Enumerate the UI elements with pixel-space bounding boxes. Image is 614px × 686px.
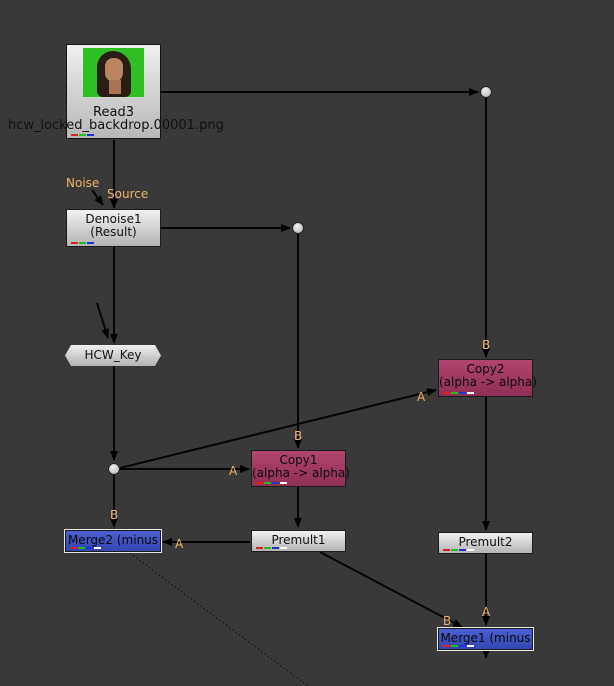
edge-key-mask-input <box>96 302 110 339</box>
merge2-output-dotted <box>129 552 309 686</box>
hcw-key-node[interactable]: HCW_Key <box>65 345 161 366</box>
read3-thumbnail <box>83 48 144 97</box>
hcw-key-label: HCW_Key <box>84 348 142 362</box>
copy1-label: Copy1 <box>279 453 318 467</box>
premult1-channels <box>256 547 287 549</box>
merge1-node[interactable]: Merge1 (minus <box>437 627 534 651</box>
merge2-channels <box>70 547 101 549</box>
copy1-node[interactable]: Copy1 (alpha -> alpha) <box>251 450 350 487</box>
copy2-node[interactable]: Copy2 (alpha -> alpha) <box>438 359 537 397</box>
read3-node[interactable]: Read3 <box>66 44 161 139</box>
copy1-channels <box>256 482 287 484</box>
copy2-label: Copy2 <box>466 362 505 376</box>
premult2-channels <box>443 549 474 551</box>
premult1-node[interactable]: Premult1 <box>251 530 346 552</box>
copy2-channels <box>443 392 474 394</box>
copy2-sublabel: (alpha -> alpha) <box>439 375 537 389</box>
denoise1-channels <box>71 242 94 244</box>
copy1-sublabel: (alpha -> alpha) <box>252 466 350 480</box>
premult2-node[interactable]: Premult2 <box>438 532 533 554</box>
premult1-label: Premult1 <box>271 533 326 547</box>
merge2-node[interactable]: Merge2 (minus <box>64 529 162 553</box>
dot-middle[interactable] <box>292 222 304 234</box>
merge2-label: Merge2 (minus <box>67 533 159 547</box>
dot-top-right[interactable] <box>480 86 492 98</box>
read3-channels <box>71 134 94 136</box>
denoise1-label: Denoise1 <box>85 212 142 226</box>
merge1-label: Merge1 (minus <box>440 631 531 645</box>
read3-label: Read3 <box>93 105 134 120</box>
edge-premult1-to-merge1 <box>319 551 463 628</box>
premult2-label: Premult2 <box>458 535 513 549</box>
denoise1-sublabel: (Result) <box>90 225 137 239</box>
edge-noise-input <box>91 189 104 206</box>
merge1-channels <box>443 645 474 647</box>
dot-left[interactable] <box>108 463 120 475</box>
denoise1-node[interactable]: Denoise1 (Result) <box>66 209 161 247</box>
edge-dot3-to-copy2 <box>119 388 437 469</box>
